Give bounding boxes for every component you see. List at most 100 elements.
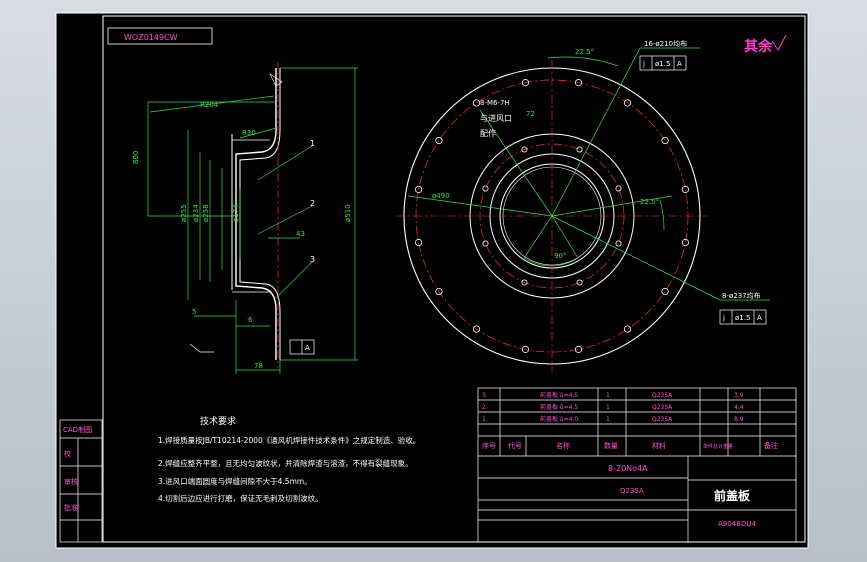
- svg-text:A: A: [757, 314, 762, 322]
- strip-review: 审核: [64, 477, 78, 486]
- bom-header: 序号 代号 名称 数量 材料 单件总计重量 备注: [482, 441, 778, 450]
- bom-cell: 2.: [482, 404, 488, 411]
- dim-r30: R30: [242, 129, 256, 137]
- left-strip: [59, 419, 103, 543]
- dim-r204: R204: [200, 101, 219, 109]
- outer-bolt-hole: [681, 238, 689, 247]
- balloon-2: 2: [310, 199, 315, 208]
- side-view: R204 R30 800 ø510 ø255 ø234 ø258 ø174 43…: [132, 62, 358, 374]
- outer-bolt-hole: [415, 185, 423, 194]
- svg-text:代号: 代号: [508, 441, 522, 450]
- strip-approve: 批准: [64, 503, 78, 512]
- dim-174: ø174: [232, 204, 240, 222]
- tech-requirements: 技术要求 1.焊接质量按JB/T10214-2000《通风机焊接件技术条件》之规…: [158, 415, 420, 503]
- outer-bolt-hole: [415, 238, 423, 247]
- bom-cell: 8.9: [734, 416, 744, 423]
- bom-cell: 前盖板 δ=4.5: [540, 403, 578, 411]
- outer-bolt-hole: [521, 345, 530, 353]
- svg-text:j: j: [642, 60, 645, 68]
- outer-bolt-hole: [623, 325, 632, 333]
- holes16-label: 16-ø210均布: [644, 39, 687, 48]
- inner-bolt-hole: [482, 240, 489, 247]
- dim-510: ø510: [344, 204, 352, 222]
- pcd-label: ø490: [432, 192, 450, 200]
- bom-cell: 4.4: [734, 404, 744, 411]
- drawing-number: A904BDU4: [718, 520, 756, 528]
- inner-border: [102, 15, 806, 543]
- outer-bolt-hole: [521, 79, 530, 87]
- roughness-note: 其余: [744, 38, 773, 55]
- tech-line-3: 3.进风口端面圆度与焊缝间隙不大于4.5mm。: [158, 476, 312, 486]
- m6-label: 8-M6-7H: [480, 99, 510, 107]
- strip-check: 校: [64, 449, 71, 458]
- bom-cell: 前盖板 δ=4.0: [540, 415, 578, 423]
- material-row: Q235A: [620, 487, 644, 495]
- inner-bolt-hole: [482, 185, 489, 192]
- tech-heading: 技术要求: [200, 415, 236, 427]
- inner-bolt-hole: [521, 279, 528, 286]
- holes8-label: 8-ø237均布: [722, 291, 761, 300]
- roughness-symbol: [771, 34, 787, 51]
- mark-72: 72: [526, 110, 535, 118]
- bom-cell: 1.: [482, 416, 488, 423]
- outer-bolt-hole: [472, 325, 481, 333]
- dim-78: 78: [254, 362, 263, 370]
- inner-bolt-hole: [615, 240, 622, 247]
- outer-bolt-hole: [435, 287, 443, 296]
- bom-cell: 1: [606, 392, 610, 399]
- svg-text:名称: 名称: [556, 441, 570, 450]
- drawing-title: 前盖板: [714, 488, 751, 503]
- title-block: [477, 387, 797, 543]
- inner-bolt-hole: [576, 279, 583, 286]
- bom-cell: Q235A: [652, 416, 673, 423]
- tech-line-1: 1.焊接质量按JB/T10214-2000《通风机焊接件技术条件》之规定制造、验…: [158, 435, 420, 445]
- dim-255: ø255: [180, 204, 188, 222]
- outer-bolt-hole: [661, 287, 669, 296]
- inner-bolt-hole: [615, 185, 622, 192]
- svg-text:备注: 备注: [764, 441, 778, 450]
- svg-text:数量: 数量: [604, 441, 618, 450]
- balloon-3: 3: [310, 255, 315, 264]
- dim-43: 43: [296, 230, 305, 238]
- bom-cell: Q235A: [652, 392, 673, 399]
- code-box: [107, 27, 213, 45]
- bom-cell: 1: [606, 404, 610, 411]
- front-view: 22.5° 16-ø210均布 j ø1.5 A 8-M6-7H 与进风口 配作…: [396, 39, 770, 372]
- svg-text:单件总计重量: 单件总计重量: [703, 443, 733, 450]
- bom-cell: 前盖板 δ=4.5: [540, 391, 578, 399]
- svg-text:A: A: [677, 60, 682, 68]
- tech-line-2: 2.焊缝应整齐平整，且无均匀波纹状，并清除焊渣与溶渣，不得有裂缝现象。: [158, 458, 413, 468]
- dim-6: 6: [248, 316, 253, 324]
- outer-bolt-hole: [661, 136, 669, 145]
- outer-bolt-hole: [574, 345, 583, 353]
- svg-text:j: j: [722, 314, 725, 322]
- bom-cell: 3.9: [734, 392, 744, 399]
- balloon-1: 1: [310, 139, 315, 148]
- bom-cell: Q235A: [652, 404, 673, 411]
- outer-bolt-hole: [472, 99, 481, 107]
- svg-text:ø1.5: ø1.5: [655, 60, 670, 68]
- outer-bolt-hole: [623, 99, 632, 107]
- svg-text:序号: 序号: [482, 441, 496, 450]
- strip-cad: CAD制图: [63, 425, 92, 434]
- datum-a: A: [305, 344, 310, 352]
- dim-258: ø258: [202, 204, 210, 222]
- code-box-text: WOZ0149CW: [124, 33, 178, 42]
- angle-top: 22.5°: [575, 48, 594, 56]
- outer-bolt-hole: [681, 185, 689, 194]
- bom-cell: 3.: [482, 392, 488, 399]
- bom-cell: 1: [606, 416, 610, 423]
- tech-line-4: 4.切割后边应进行打磨，保证无毛刺及切割波纹。: [158, 493, 323, 503]
- outer-bolt-hole: [574, 79, 583, 87]
- dim-234: ø234: [192, 204, 200, 222]
- m6-note1: 与进风口: [480, 114, 512, 123]
- dim-5: 5: [192, 308, 196, 316]
- angle-90: 90°: [554, 252, 566, 260]
- inner-bolt-hole: [576, 146, 583, 153]
- model-no: 8-20No4A: [608, 464, 648, 473]
- dim-800: 800: [132, 151, 140, 164]
- angle-right: 22.5°: [640, 198, 659, 206]
